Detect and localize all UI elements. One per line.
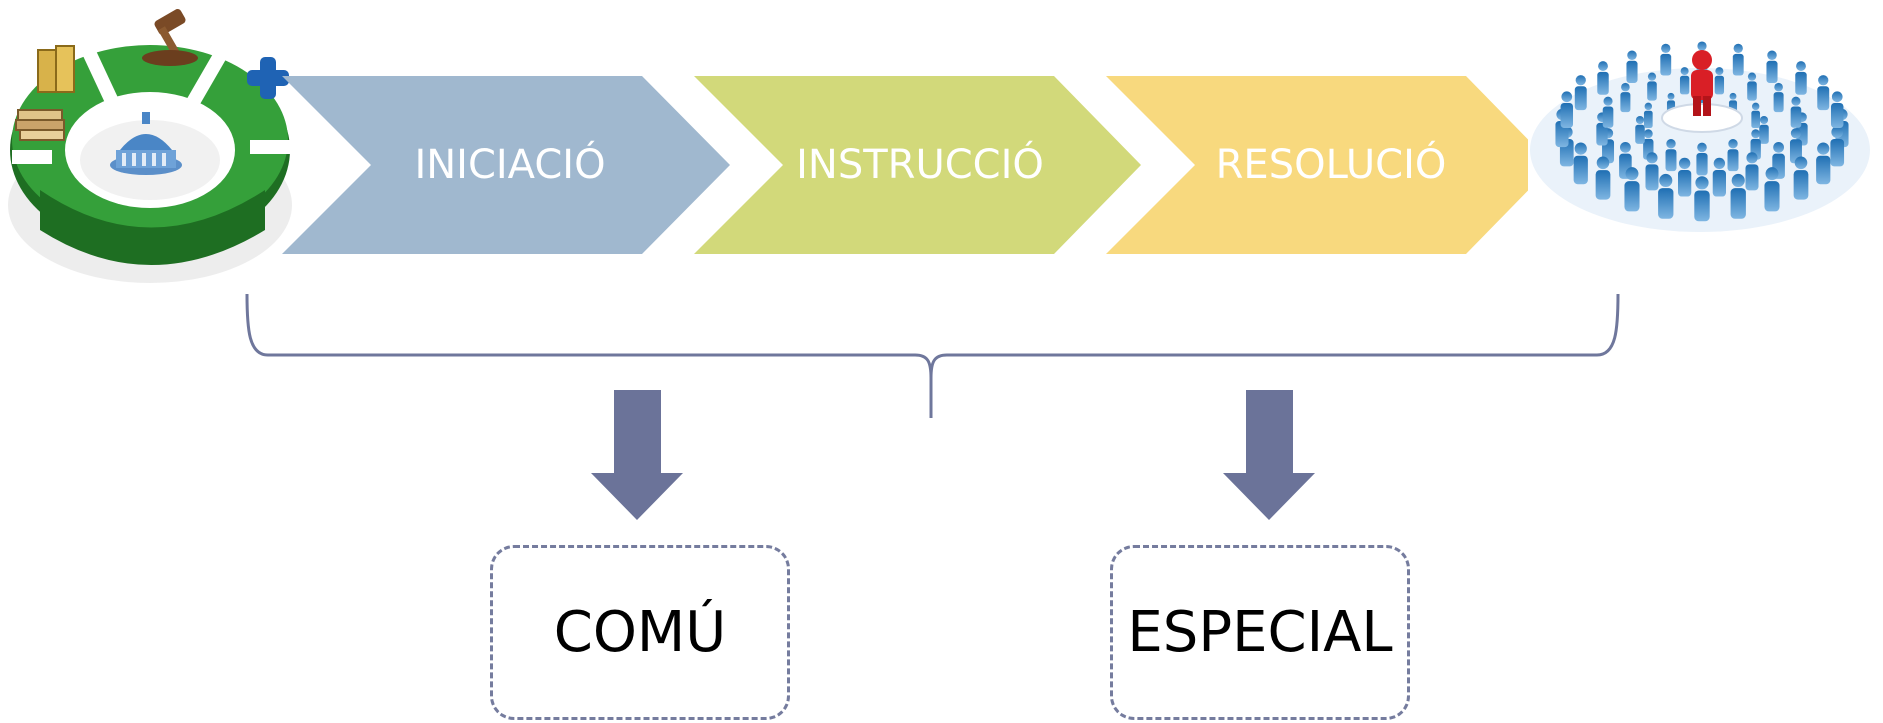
step-iniciacio: INICIACIÓ xyxy=(282,76,730,254)
person-figure xyxy=(1694,176,1710,222)
person-figure xyxy=(1764,167,1780,212)
person-figure xyxy=(1658,173,1674,219)
result-box-especial: ESPECIAL xyxy=(1110,545,1410,720)
person-figure xyxy=(1696,142,1708,176)
person-figure xyxy=(1751,102,1761,129)
result-label: ESPECIAL xyxy=(1127,600,1393,665)
person-figure xyxy=(1830,91,1844,128)
person-figure xyxy=(1679,67,1690,95)
crowd-leader-icon xyxy=(1528,41,1878,236)
person-figure xyxy=(1647,72,1657,101)
person-figure xyxy=(1560,91,1574,128)
person-figure xyxy=(1793,156,1809,200)
step-label: INICIACIÓ xyxy=(414,140,605,188)
person-figure xyxy=(1645,152,1659,191)
step-label: INSTRUCCIÓ xyxy=(796,140,1044,188)
person-figure xyxy=(1602,96,1614,128)
person-figure xyxy=(1714,67,1725,95)
result-label: COMÚ xyxy=(553,600,727,665)
person-figure xyxy=(1816,142,1831,185)
person-figure xyxy=(1712,157,1726,197)
person-figure xyxy=(1665,139,1677,172)
person-figure xyxy=(1817,75,1830,111)
person-figure xyxy=(1678,157,1692,197)
person-figure xyxy=(1732,43,1744,76)
person-figure xyxy=(1745,152,1759,191)
step-label: RESOLUCIÓ xyxy=(1216,140,1447,188)
person-figure xyxy=(1747,72,1757,101)
step-resolucio: RESOLUCIÓ xyxy=(1106,76,1553,254)
arrow-down-icon xyxy=(1223,390,1315,520)
arrow-down-icon xyxy=(591,390,683,520)
person-figure xyxy=(1626,50,1638,83)
administration-ring-icon xyxy=(8,9,292,283)
person-figure xyxy=(1773,82,1784,113)
result-box-comu: COMÚ xyxy=(490,545,790,720)
person-figure xyxy=(1620,82,1631,113)
person-figure xyxy=(1574,75,1587,111)
person-figure xyxy=(1790,96,1802,128)
person-figure xyxy=(1830,126,1845,167)
process-flow: INICIACIÓ INSTRUCCIÓ RESOLUCIÓ xyxy=(282,76,1553,254)
person-figure xyxy=(1643,102,1653,129)
person-figure xyxy=(1660,43,1672,76)
person-figure xyxy=(1624,167,1640,212)
step-instruccio: INSTRUCCIÓ xyxy=(694,76,1141,254)
person-figure xyxy=(1795,61,1807,95)
person-figure xyxy=(1766,50,1778,83)
person-figure xyxy=(1727,139,1739,172)
person-figure xyxy=(1597,61,1609,95)
person-figure xyxy=(1730,173,1746,219)
person-figure xyxy=(1595,156,1611,200)
person-figure xyxy=(1759,115,1769,144)
grouping-brace xyxy=(245,293,1620,418)
person-figure xyxy=(1573,142,1588,185)
person-figure xyxy=(1635,115,1645,144)
